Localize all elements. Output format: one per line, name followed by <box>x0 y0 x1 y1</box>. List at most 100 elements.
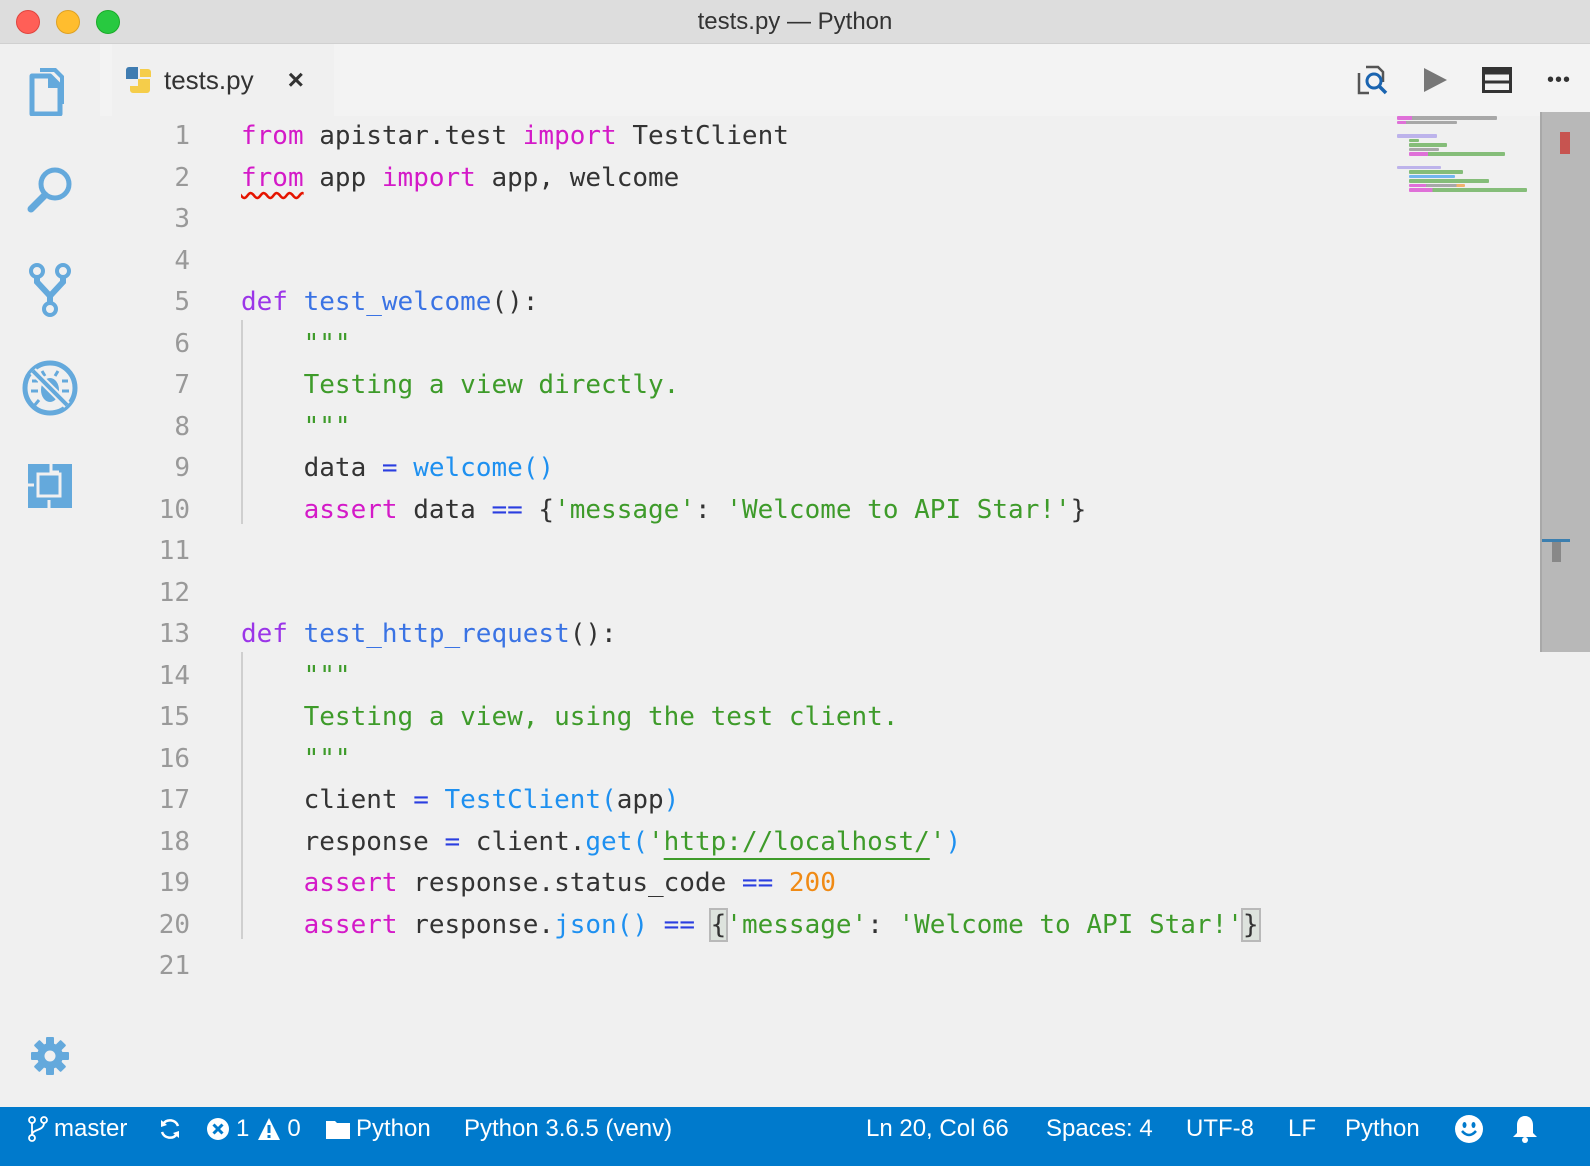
code-line[interactable]: 15 Testing a view, using the test client… <box>100 697 1400 739</box>
line-number: 2 <box>174 162 190 193</box>
code-text: from app import app, welcome <box>241 162 680 193</box>
gear-icon[interactable] <box>20 1026 80 1086</box>
code-text: Testing a view, using the test client. <box>241 702 899 732</box>
ellipsis-icon: ••• <box>1546 68 1571 91</box>
search-file-icon <box>1357 65 1388 95</box>
line-number: 21 <box>158 951 190 981</box>
close-window-button[interactable] <box>16 10 40 34</box>
code-text: assert response.json() == {'message': 'W… <box>303 907 1261 942</box>
cursor-marker <box>1542 539 1570 542</box>
folder-name: Python <box>356 1115 431 1142</box>
eol-label: LF <box>1288 1115 1317 1142</box>
editor-actions: ••• <box>1342 44 1590 116</box>
line-number: 8 <box>174 411 190 442</box>
line-number: 18 <box>158 826 190 857</box>
error-icon <box>207 1118 229 1140</box>
git-branch-icon[interactable] <box>20 260 80 320</box>
code-line[interactable]: 17 client = TestClient(app) <box>100 780 1400 822</box>
minimize-window-button[interactable] <box>56 10 80 34</box>
close-tab-icon[interactable]: × <box>287 64 304 95</box>
code-line[interactable]: 3 <box>100 199 1400 241</box>
code-text: from apistar.test import TestClient <box>241 121 789 151</box>
line-number: 20 <box>158 909 190 940</box>
files-icon[interactable] <box>20 60 80 120</box>
workspace-folder[interactable]: Python <box>326 1107 431 1151</box>
smiley-icon <box>1455 1115 1483 1143</box>
code-text: """ <box>241 743 351 774</box>
code-line[interactable]: 1 from apistar.test import TestClient <box>100 116 1400 158</box>
code-line[interactable]: 18 response = client.get('http://localho… <box>100 822 1400 864</box>
tab-label: tests.py <box>164 64 254 95</box>
vertical-scrollbar[interactable] <box>1540 112 1590 652</box>
line-number: 3 <box>174 204 190 234</box>
line-number: 4 <box>174 245 190 276</box>
code-line[interactable]: 19 assert response.status_code == 200 <box>100 863 1400 905</box>
code-line[interactable]: 2 from app import app, welcome <box>100 158 1400 200</box>
git-branch-icon <box>28 1116 48 1142</box>
line-number: 15 <box>158 702 190 732</box>
debug-icon[interactable] <box>20 358 80 418</box>
code-text: """ <box>241 660 351 691</box>
notifications-button[interactable] <box>1512 1107 1538 1151</box>
code-text: assert data == {'message': 'Welcome to A… <box>303 494 1087 525</box>
code-line[interactable]: 4 <box>100 241 1400 283</box>
code-line[interactable]: 14 """ <box>100 656 1400 698</box>
scroll-thumb-marker <box>1552 542 1561 562</box>
code-text: response = client.get('http://localhost/… <box>241 826 962 857</box>
split-icon <box>1482 67 1512 93</box>
line-number: 7 <box>174 370 190 400</box>
line-number: 1 <box>174 121 190 151</box>
error-count: 1 <box>236 1115 250 1142</box>
window-title: tests.py — Python <box>697 8 893 35</box>
language-mode-selector[interactable]: Python <box>1345 1107 1420 1151</box>
code-line[interactable]: 11 <box>100 531 1400 573</box>
problems-indicator[interactable]: 1 0 <box>206 1107 301 1151</box>
line-number: 12 <box>158 577 190 608</box>
extensions-icon[interactable] <box>20 456 80 516</box>
warning-icon <box>258 1118 281 1140</box>
folder-icon <box>326 1121 350 1139</box>
indentation-label: Spaces: 4 <box>1046 1115 1153 1142</box>
error-marker <box>1560 132 1570 154</box>
code-line[interactable]: 7 Testing a view directly. <box>100 365 1400 407</box>
indent-guide <box>241 320 243 524</box>
line-number: 13 <box>158 619 190 649</box>
python-file-icon <box>126 67 151 93</box>
code-line[interactable]: 9 data = welcome() <box>100 448 1400 490</box>
code-line[interactable]: 10 assert data == {'message': 'Welcome t… <box>100 490 1400 532</box>
split-editor-button[interactable] <box>1466 55 1528 105</box>
warning-count: 0 <box>287 1115 301 1142</box>
line-number: 17 <box>158 785 190 815</box>
code-line[interactable]: 16 """ <box>100 739 1400 781</box>
branch-indicator[interactable]: master <box>28 1107 127 1151</box>
minimap[interactable] <box>1397 116 1537 216</box>
line-number: 10 <box>158 494 190 525</box>
code-line[interactable]: 8 """ <box>100 407 1400 449</box>
feedback-button[interactable] <box>1454 1107 1484 1151</box>
eol-selector[interactable]: LF <box>1288 1107 1316 1151</box>
run-button[interactable] <box>1404 55 1466 105</box>
code-editor[interactable]: 1 from apistar.test import TestClient 2 fro… <box>100 116 1540 1107</box>
sync-button[interactable] <box>158 1107 182 1151</box>
zoom-window-button[interactable] <box>96 10 120 34</box>
indentation-selector[interactable]: Spaces: 4 <box>1046 1107 1153 1151</box>
encoding-selector[interactable]: UTF-8 <box>1186 1107 1254 1151</box>
code-text: def test_welcome(): <box>241 287 539 317</box>
code-line[interactable]: 12 <box>100 573 1400 615</box>
indent-guide <box>241 652 243 939</box>
sync-icon <box>160 1119 180 1139</box>
more-actions-button[interactable]: ••• <box>1528 55 1590 105</box>
cursor-position[interactable]: Ln 20, Col 66 <box>866 1107 1009 1151</box>
code-line[interactable]: 6 """ <box>100 324 1400 366</box>
search-icon[interactable] <box>20 160 80 220</box>
tab-tests-py[interactable]: tests.py × <box>112 44 334 116</box>
line-number: 6 <box>174 328 190 359</box>
code-line[interactable]: 21 <box>100 946 1400 988</box>
line-number: 16 <box>158 743 190 774</box>
open-preview-button[interactable] <box>1342 55 1404 105</box>
code-line[interactable]: 20 assert response.json() == {'message':… <box>100 905 1400 947</box>
python-interpreter[interactable]: Python 3.6.5 (venv) <box>464 1107 672 1151</box>
line-number: 11 <box>158 536 190 566</box>
